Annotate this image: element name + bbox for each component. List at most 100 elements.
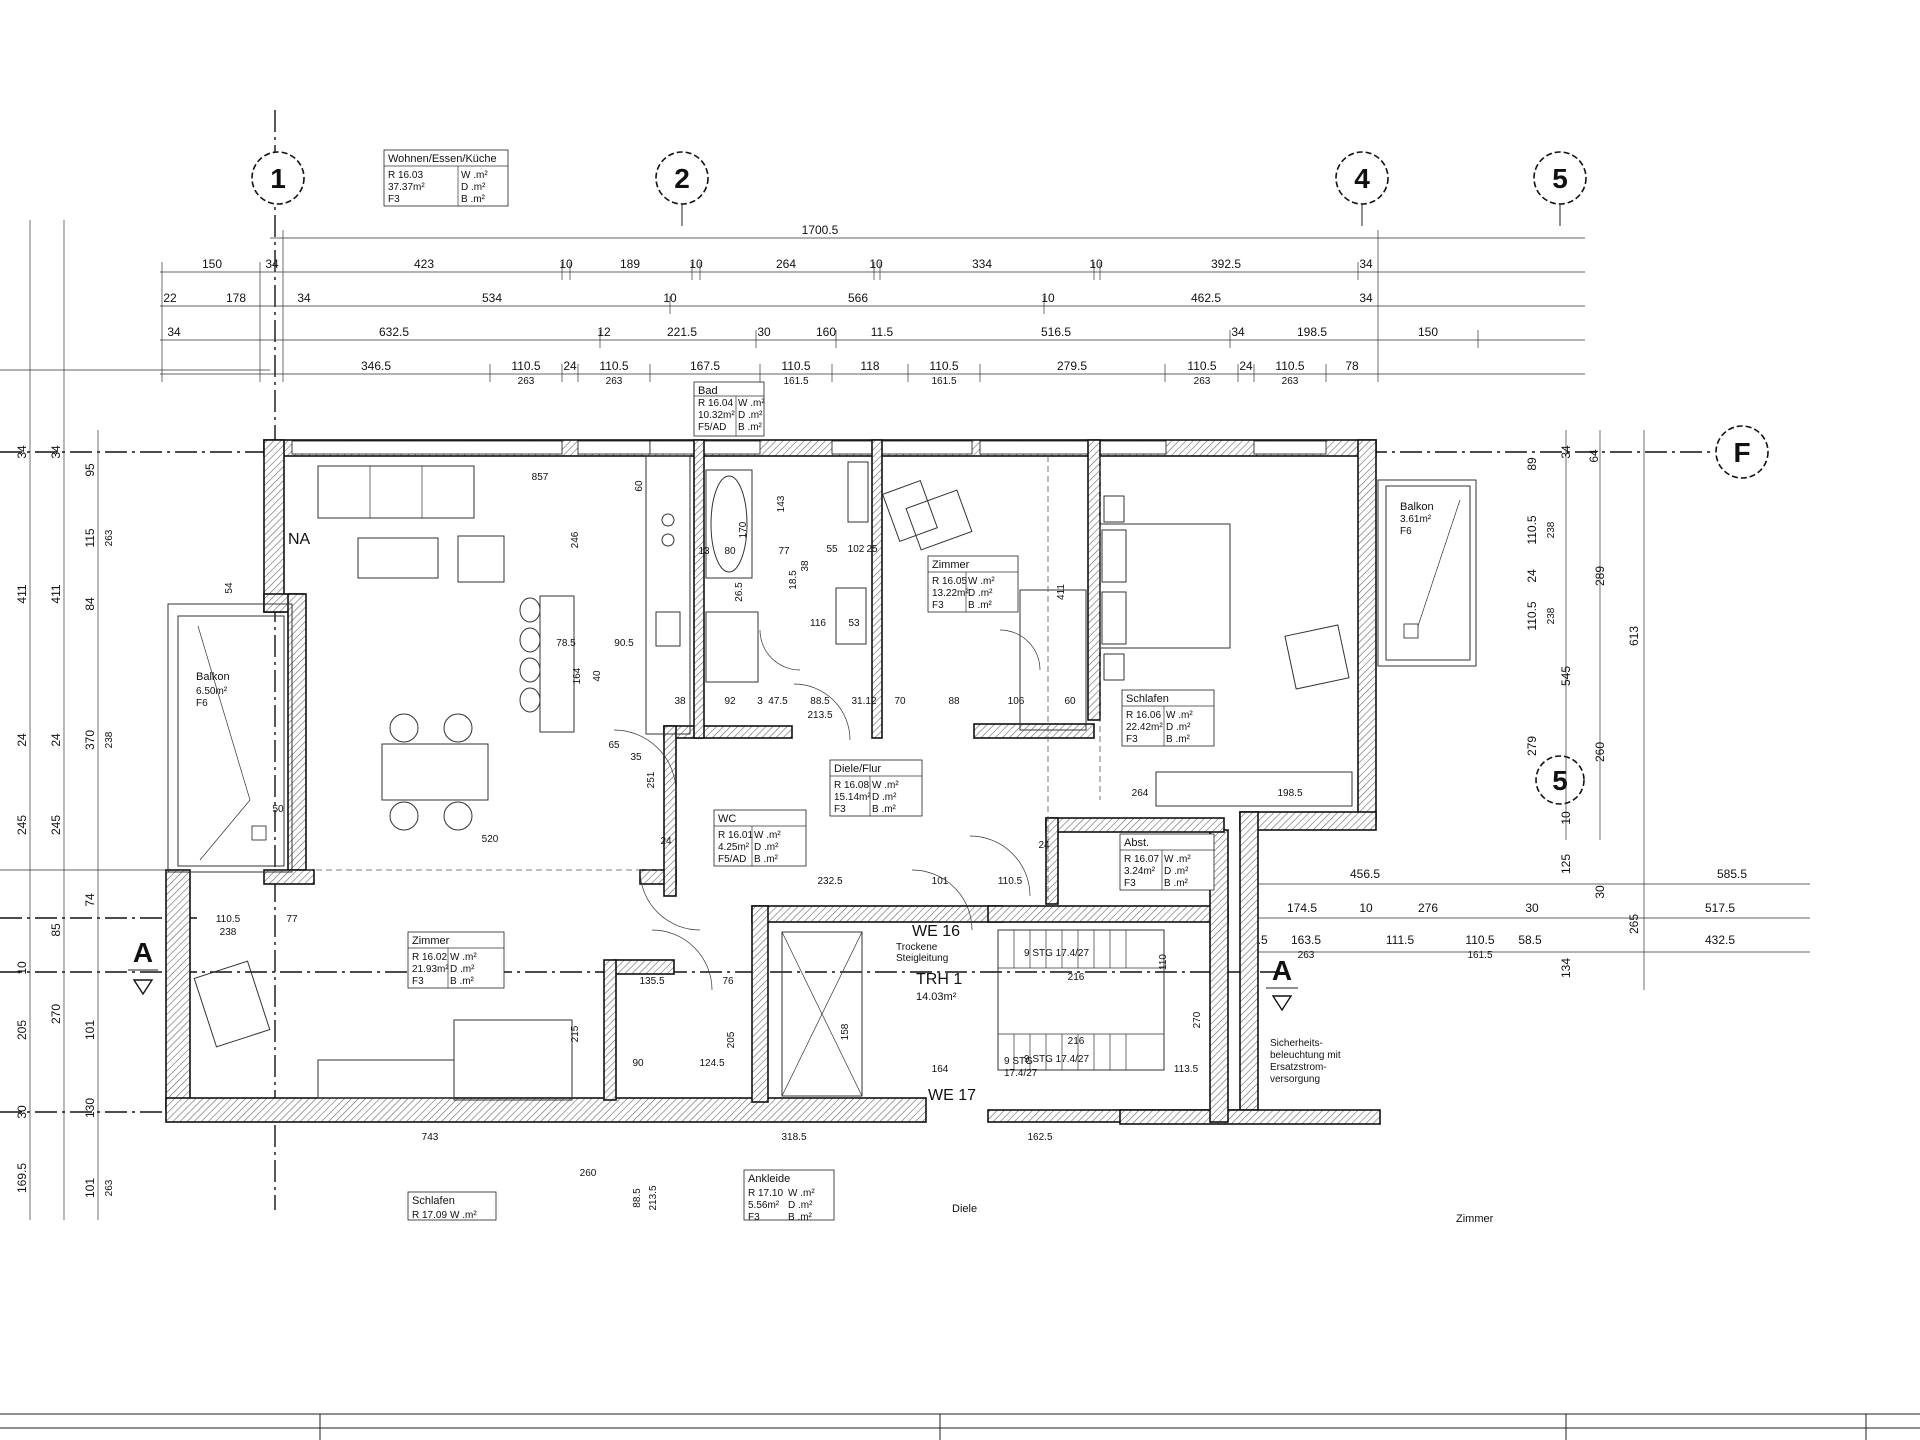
svg-text:Zimmer: Zimmer: [412, 935, 450, 947]
interior-dimensions: 857 246 520 60 54 78.5 90.5 164 40 38 92…: [216, 472, 1303, 1211]
svg-text:R 17.10: R 17.10: [748, 1188, 783, 1199]
svg-text:130: 130: [83, 1098, 97, 1118]
svg-text:34: 34: [297, 291, 311, 305]
svg-text:110: 110: [1158, 954, 1169, 970]
staircase: [997, 929, 1165, 1071]
kitchen-counter: [645, 455, 691, 735]
svg-text:90: 90: [632, 1058, 644, 1069]
svg-text:4.25m²: 4.25m²: [718, 842, 750, 853]
axis-bubble-2: 2: [655, 151, 709, 226]
room-stamp-wc: WC R 16.01 4.25m² F5/AD W .m² D .m² B .m…: [713, 809, 807, 867]
room-stamp-bad: Bad R 16.04 10.32m² F5/AD W .m² D .m² B …: [693, 381, 765, 437]
svg-text:566: 566: [848, 291, 868, 305]
section-marker-a-right: A: [1266, 955, 1298, 1012]
svg-text:22.42m²: 22.42m²: [1126, 722, 1163, 733]
svg-text:34: 34: [1359, 291, 1373, 305]
svg-text:WE 16: WE 16: [912, 923, 960, 940]
room-stamp-schlafen-1709: Schlafen R 17.09 W .m²: [407, 1191, 497, 1221]
svg-text:10: 10: [15, 961, 29, 975]
title-block-strip: [0, 1413, 1920, 1440]
svg-text:54: 54: [224, 582, 235, 594]
plan-labels: NA WE 16 Trockene Steigleitung TRH 1 14.…: [288, 531, 1494, 1225]
svg-text:221.5: 221.5: [667, 325, 697, 339]
svg-text:216: 216: [1068, 1036, 1085, 1047]
svg-text:31.12: 31.12: [851, 696, 876, 707]
svg-text:Abst.: Abst.: [1124, 837, 1149, 849]
svg-text:40: 40: [592, 670, 603, 682]
svg-text:2: 2: [674, 163, 690, 194]
svg-text:1700.5: 1700.5: [802, 223, 839, 237]
svg-text:24: 24: [1038, 840, 1050, 851]
svg-text:F3: F3: [932, 600, 944, 611]
svg-text:Balkon: Balkon: [196, 671, 230, 683]
svg-text:245: 245: [15, 815, 29, 835]
svg-text:Trockene: Trockene: [896, 942, 938, 953]
svg-text:534: 534: [482, 291, 502, 305]
svg-text:TRH 1: TRH 1: [916, 971, 962, 988]
svg-text:26.5: 26.5: [734, 582, 745, 602]
svg-text:115: 115: [83, 528, 97, 547]
svg-text:632.5: 632.5: [379, 325, 409, 339]
svg-text:64: 64: [1587, 449, 1601, 463]
balcony-left: Balkon 6.50m² F6: [167, 603, 293, 873]
room-stamp-wohnen: Wohnen/Essen/Küche R 16.03 37.37m² F3 W …: [383, 149, 509, 207]
svg-text:161.5: 161.5: [931, 376, 956, 387]
svg-text:Sicherheits-: Sicherheits-: [1270, 1038, 1323, 1049]
svg-text:189: 189: [620, 257, 640, 271]
svg-text:260: 260: [580, 1168, 597, 1179]
svg-text:W .m²: W .m²: [450, 1210, 477, 1221]
axis-bubble-f: F: [1715, 425, 1769, 479]
svg-text:W .m²: W .m²: [1166, 710, 1193, 721]
svg-text:198.5: 198.5: [1297, 325, 1327, 339]
svg-text:B .m²: B .m²: [461, 194, 486, 205]
svg-text:F: F: [1733, 437, 1750, 468]
svg-text:289: 289: [1593, 566, 1607, 586]
svg-text:D .m²: D .m²: [450, 964, 475, 975]
svg-text:411: 411: [49, 584, 63, 603]
svg-text:198.5: 198.5: [1277, 788, 1302, 799]
svg-text:88: 88: [948, 696, 960, 707]
svg-text:Ersatzstrom-: Ersatzstrom-: [1270, 1062, 1327, 1073]
svg-text:77: 77: [286, 914, 298, 925]
svg-text:432.5: 432.5: [1705, 933, 1735, 947]
zimmer-1605-furniture: [882, 480, 1087, 731]
svg-text:R 16.03: R 16.03: [388, 170, 423, 181]
svg-text:Steigleitung: Steigleitung: [896, 953, 948, 964]
svg-text:9 STG 17.4/27: 9 STG 17.4/27: [1024, 1054, 1089, 1065]
svg-text:37.37m²: 37.37m²: [388, 182, 425, 193]
svg-text:W .m²: W .m²: [754, 830, 781, 841]
room-stamp-schlafen-1606: Schlafen R 16.06 22.42m² F3 W .m² D .m² …: [1121, 689, 1215, 747]
svg-text:B .m²: B .m²: [968, 600, 993, 611]
svg-text:517.5: 517.5: [1705, 901, 1735, 915]
svg-text:3.61m²: 3.61m²: [1400, 514, 1432, 525]
svg-text:Zimmer: Zimmer: [1456, 1213, 1494, 1225]
svg-text:111.5: 111.5: [1386, 933, 1415, 947]
svg-text:78: 78: [1345, 359, 1359, 373]
svg-text:88.5: 88.5: [810, 696, 830, 707]
svg-text:95: 95: [83, 463, 97, 477]
axis-bubble-1: 1: [251, 151, 305, 205]
svg-text:Schlafen: Schlafen: [1126, 693, 1169, 705]
hidden-lines: [306, 456, 1101, 900]
svg-text:263: 263: [1298, 950, 1315, 961]
svg-text:167.5: 167.5: [690, 359, 720, 373]
svg-text:Zimmer: Zimmer: [932, 559, 970, 571]
svg-text:213.5: 213.5: [807, 710, 832, 721]
svg-text:17.4/27: 17.4/27: [1004, 1068, 1038, 1079]
svg-text:370: 370: [83, 730, 97, 750]
svg-text:238: 238: [1546, 521, 1557, 538]
svg-text:15.14m²: 15.14m²: [834, 792, 871, 803]
svg-text:78.5: 78.5: [556, 638, 576, 649]
svg-text:215: 215: [570, 1025, 581, 1042]
svg-text:D .m²: D .m²: [1166, 722, 1191, 733]
svg-text:613: 613: [1627, 626, 1641, 646]
svg-text:178: 178: [226, 291, 246, 305]
svg-text:R 16.07: R 16.07: [1124, 854, 1159, 865]
svg-text:162.5: 162.5: [1027, 1132, 1052, 1143]
svg-text:60: 60: [1064, 696, 1076, 707]
svg-text:F6: F6: [1400, 526, 1412, 537]
svg-text:411: 411: [1056, 584, 1067, 600]
svg-text:13.22m²: 13.22m²: [932, 588, 969, 599]
svg-text:110.5: 110.5: [998, 876, 1023, 887]
svg-text:9 STG: 9 STG: [1004, 1056, 1033, 1067]
